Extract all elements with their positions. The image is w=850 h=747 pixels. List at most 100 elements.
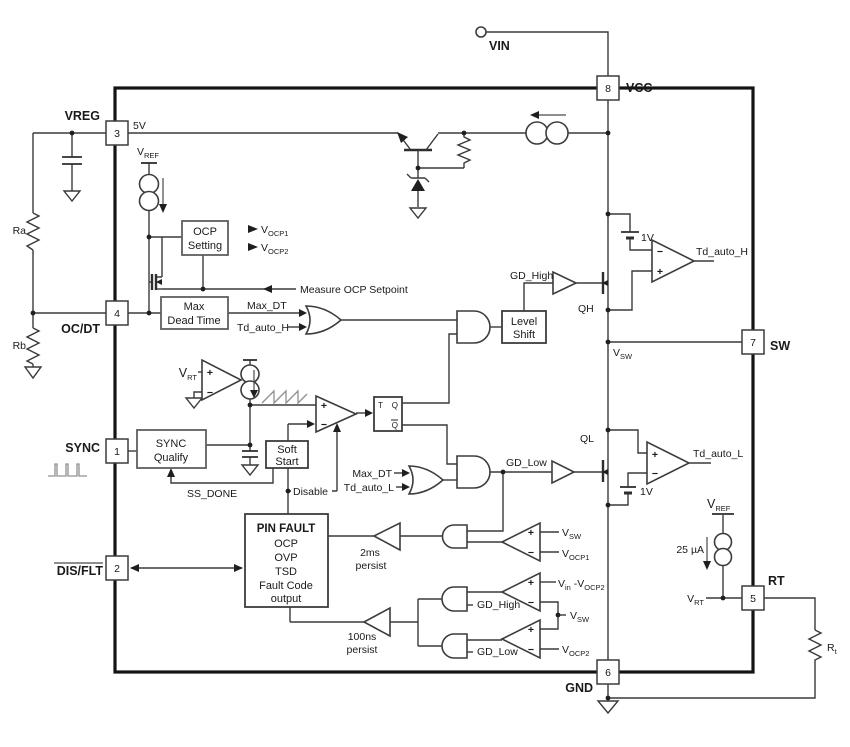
and-gate-high-side xyxy=(456,310,491,344)
svg-text:1: 1 xyxy=(114,446,120,458)
ic-pins: 8 VCC 3 VREG 5V 4 OC/DT 1 SYNC 2 DIS/FLT… xyxy=(54,75,790,695)
td-auto-h-out-label: Td_auto_H xyxy=(696,246,748,258)
comparator-pwm xyxy=(315,394,358,434)
svg-text:−: − xyxy=(528,547,534,559)
vsw-comp1-label: VSW xyxy=(562,527,582,541)
ground-icon xyxy=(62,190,82,203)
svg-text:+: + xyxy=(207,367,213,379)
ground-icon xyxy=(596,700,620,715)
svg-text:+: + xyxy=(657,266,663,278)
pin-5-rt: 5 RT xyxy=(741,574,785,611)
svg-text:RT: RT xyxy=(768,574,785,588)
max-dt-label: Max_DT xyxy=(352,468,392,480)
svg-text:VCC: VCC xyxy=(626,81,652,95)
qh-label: QH xyxy=(578,303,594,315)
ground-icon xyxy=(240,464,260,477)
td-auto-l-out-label: Td_auto_L xyxy=(693,448,743,460)
vsw-node2-label: VSW xyxy=(570,610,590,624)
svg-text:5V: 5V xyxy=(133,120,146,132)
vrt-label: VRT xyxy=(179,366,198,382)
circuit-wiring xyxy=(32,31,816,701)
svg-text:3: 3 xyxy=(114,128,120,140)
junction-dots xyxy=(30,130,726,701)
passive-components xyxy=(23,26,823,715)
logic-elements xyxy=(201,238,696,660)
battery-1v-icon xyxy=(621,231,639,240)
ra-label: Ra xyxy=(13,225,27,237)
or-gate-deadtime-low xyxy=(407,465,445,495)
svg-text:−: − xyxy=(528,597,534,609)
zener-diode-icon xyxy=(406,168,430,220)
block-max-dead-time: Max Dead Time xyxy=(160,296,229,330)
block-soft-start: Soft Start xyxy=(265,440,309,469)
one-v-label: 1V xyxy=(640,486,653,498)
td-auto-h-label: Td_auto_H xyxy=(237,322,289,334)
svg-text:−: − xyxy=(652,468,658,480)
and-gate-2ms xyxy=(441,524,468,549)
block-t-flipflop: T Q Q xyxy=(373,396,403,432)
sync-pulse-waveform-icon xyxy=(48,463,87,477)
vref2-label: VREF xyxy=(707,497,731,513)
ss-done-label: SS_DONE xyxy=(187,488,237,500)
100ns-label: 100ns xyxy=(348,631,377,643)
ground-icon xyxy=(23,366,43,380)
resistor-rb-icon xyxy=(25,327,41,365)
ground-icon xyxy=(408,207,428,220)
2ms-label: 2ms xyxy=(360,547,380,559)
svg-text:Max: Max xyxy=(184,301,205,313)
buffer-100ns-persist-icon xyxy=(362,606,391,638)
svg-text:Start: Start xyxy=(275,456,298,468)
svg-text:5: 5 xyxy=(750,593,756,605)
svg-text:OCP: OCP xyxy=(193,226,217,238)
block-sync-qualify: SYNC Qualify xyxy=(136,429,207,469)
svg-text:Soft: Soft xyxy=(277,444,297,456)
or-gate-deadtime-high xyxy=(304,305,343,335)
svg-text:TSD: TSD xyxy=(275,566,297,578)
capacitor-icon xyxy=(242,450,258,458)
block-level-shift: Level Shift xyxy=(501,310,547,344)
and-gate-gd-low xyxy=(441,633,468,659)
mosfet-ql-icon xyxy=(601,460,608,482)
current-source-icon xyxy=(138,173,167,213)
comparator-td-auto-l xyxy=(646,440,691,486)
svg-text:+: + xyxy=(652,449,658,461)
svg-text:PIN FAULT: PIN FAULT xyxy=(257,523,316,535)
vocp2-label: VOCP2 xyxy=(261,242,288,256)
rt-resistor-label: Rt xyxy=(827,642,838,656)
pass-transistor-icon xyxy=(397,132,464,169)
gd-low-label: GD_Low xyxy=(506,457,547,469)
pin-4-ocdt: 4 OC/DT xyxy=(61,300,129,336)
pin-2-disflt: 2 DIS/FLT xyxy=(54,555,129,581)
comparator-vrt xyxy=(201,358,243,402)
ic-boundary xyxy=(113,86,755,674)
svg-text:7: 7 xyxy=(750,337,756,349)
mosfet-qh-icon xyxy=(601,272,608,294)
svg-text:−: − xyxy=(657,246,663,258)
svg-text:Fault Code: Fault Code xyxy=(259,580,313,592)
svg-text:+: + xyxy=(321,400,327,412)
current-source-icon xyxy=(525,111,569,145)
battery-1v-icon xyxy=(620,486,636,495)
svg-text:+: + xyxy=(528,577,534,589)
gd-high-and-label: GD_High xyxy=(477,599,520,611)
and-gate-gd-high xyxy=(441,586,468,612)
pin-1-sync: 1 SYNC xyxy=(65,438,129,464)
comparator-ocp2 xyxy=(500,618,541,660)
svg-text:GND: GND xyxy=(565,681,593,695)
one-v-label: 1V xyxy=(641,232,654,244)
svg-text:output: output xyxy=(271,593,302,605)
svg-text:OVP: OVP xyxy=(274,552,297,564)
svg-text:−: − xyxy=(207,387,213,399)
mosfet-ocp-sense-icon xyxy=(150,274,162,290)
vocp2-comp3-label: VOCP2 xyxy=(562,644,589,658)
resistor-rt-icon xyxy=(807,629,823,666)
vref-label: VREF xyxy=(137,146,159,160)
buffer-gd-high-icon xyxy=(552,270,578,296)
svg-text:+: + xyxy=(528,527,534,539)
svg-text:DIS/FLT: DIS/FLT xyxy=(57,564,104,578)
gd-high-label: GD_High xyxy=(510,270,553,282)
pin-8-vcc: 8 VCC xyxy=(596,75,652,101)
svg-text:Dead Time: Dead Time xyxy=(167,315,220,327)
vocp1-comp1-label: VOCP1 xyxy=(562,548,589,562)
